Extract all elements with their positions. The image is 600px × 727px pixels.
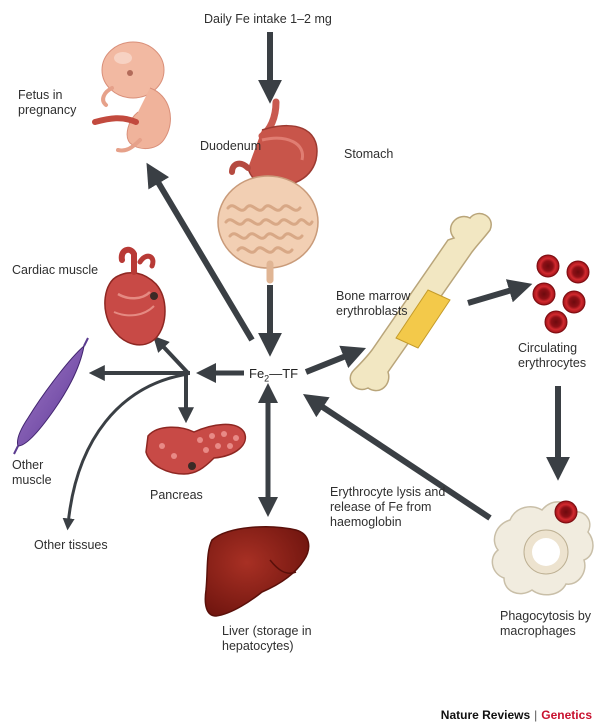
lysis-label: Erythrocyte lysis and release of Fe from… [330,485,446,529]
duodenum-label: Duodenum [200,139,262,153]
pancreas-icon [145,423,247,475]
bone-icon [349,212,492,392]
bone-marrow-label: Bone marrow erythroblasts [336,289,411,318]
fetus-label: Fetus in pregnancy [18,88,77,117]
arrow-branch-to-other-tissues [62,372,189,531]
journal-footer: Nature Reviews|Genetics [441,708,592,722]
phagocytosis-label: Phagocytosis by macrophages [500,609,592,638]
cardiac-muscle-label: Cardiac muscle [12,263,99,277]
footer-separator: | [534,708,538,722]
liver-label: Liver (storage in hepatocytes) [222,624,312,653]
muscle-icon [13,337,89,455]
pancreas-label: Pancreas [150,488,203,502]
fetus-icon [92,41,171,153]
fe-tf-suffix: —TF [269,366,299,381]
arrows [62,32,570,531]
fe-tf-label: Fe2—TF [249,366,298,384]
other-tissues-label: Other tissues [34,538,108,552]
heart-icon [104,246,166,346]
other-muscle-label: Other muscle [12,458,52,487]
journal-section: Genetics [541,708,592,722]
arrow-branch-to-heart [153,335,190,375]
erythrocytes-icon [532,254,590,334]
arrow-fetf-to-bone-marrow [304,345,367,375]
stomach-intestine-icon [217,98,319,284]
journal-name: Nature Reviews [440,708,531,722]
daily-intake-label: Daily Fe intake 1–2 mg [204,12,332,26]
arrow-macrophage-to-fetf [302,394,492,521]
circulating-erythrocytes-label: Circulating erythrocytes [518,341,587,370]
liver-icon [204,526,310,617]
fe-tf-base: Fe [249,366,265,381]
stomach-label: Stomach [344,147,394,161]
arrow-fetf-to-fetus [146,162,255,342]
fe-tf-subscript: 2 [264,373,270,384]
macrophage-icon [491,500,594,596]
arrow-marrow-to-erythrocytes [467,279,533,306]
